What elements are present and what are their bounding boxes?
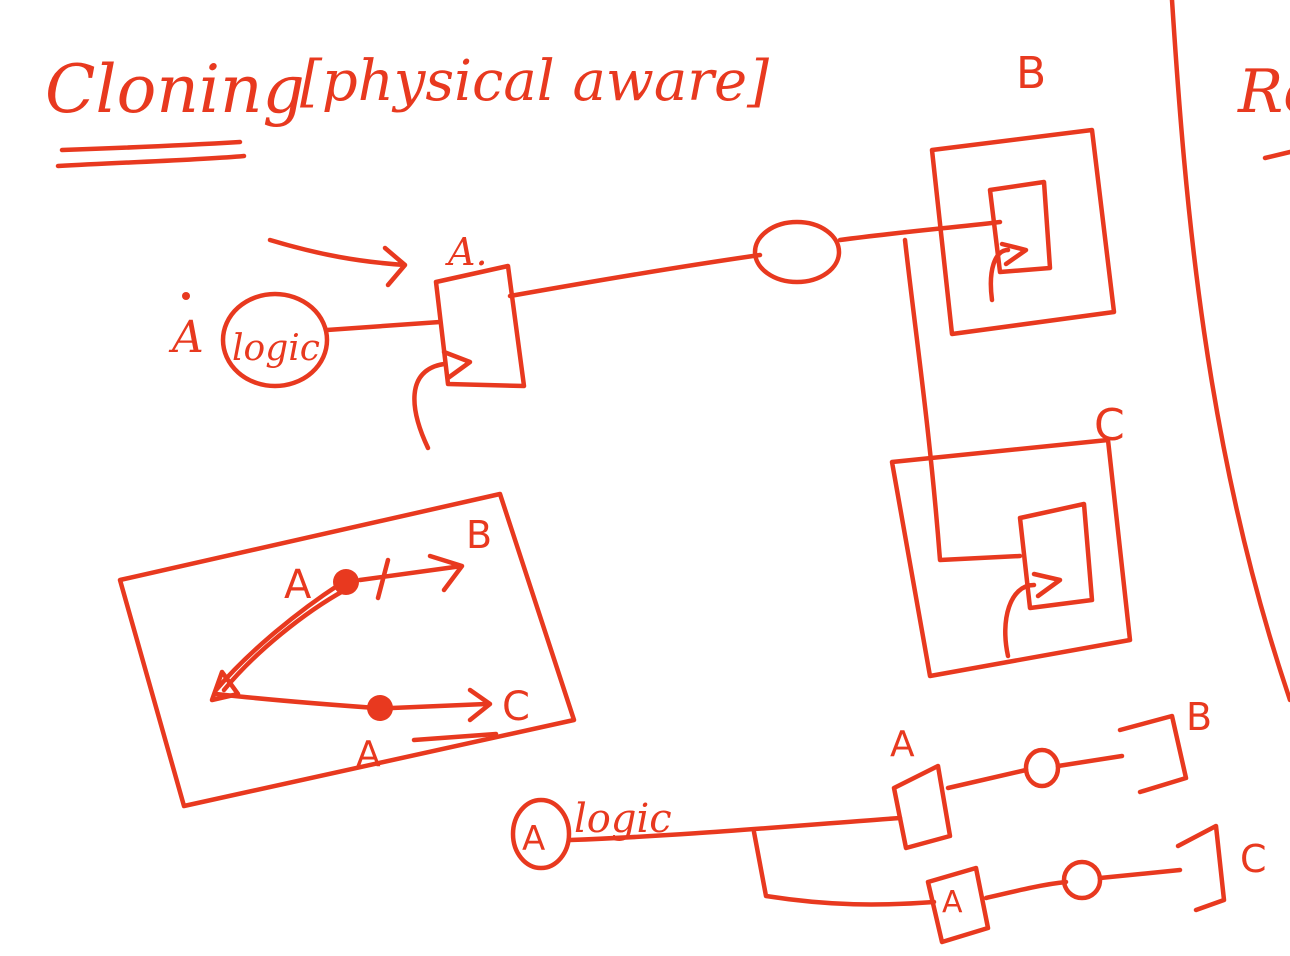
sketch-label-c: C bbox=[502, 684, 530, 730]
driver-a-dot bbox=[182, 292, 190, 300]
net-to-buffer bbox=[507, 252, 763, 299]
bottom-buffer-bubble bbox=[1061, 859, 1103, 901]
a-bottom-to-c bbox=[389, 687, 499, 743]
section-divider bbox=[1169, 0, 1290, 703]
clone-a-top-label: A bbox=[890, 724, 915, 765]
logic-label: logic bbox=[232, 328, 320, 369]
net-to-a-top bbox=[213, 581, 348, 693]
placement-sketch: A B A C bbox=[117, 491, 577, 809]
bottom-sink-b-label: B bbox=[1186, 695, 1212, 739]
heading-title: Cloning bbox=[45, 51, 305, 128]
clone-a-top-box bbox=[891, 763, 953, 851]
logic-to-flop-wire bbox=[324, 319, 443, 333]
placement-sketch-outline bbox=[117, 491, 577, 809]
heading-subtitle: [physical aware] bbox=[300, 49, 769, 114]
bottom-driver-label: A bbox=[522, 819, 545, 859]
right-edge-fragment: Re bbox=[1237, 57, 1290, 127]
right-edge-underline bbox=[1262, 149, 1290, 161]
sketch-label-a-bottom: A bbox=[356, 734, 381, 775]
clone-a-top-dot bbox=[333, 569, 359, 595]
arrow-into-flop bbox=[267, 237, 408, 288]
title-underline bbox=[55, 139, 247, 169]
clone-a-bottom-box bbox=[925, 865, 991, 945]
sink-b-flop bbox=[987, 179, 1053, 275]
bottom-driver-bubble bbox=[510, 797, 572, 871]
top-buffer-to-b bbox=[1055, 753, 1125, 769]
bottom-net-to-bottom-clone bbox=[751, 829, 937, 907]
net-to-a-bottom bbox=[213, 691, 379, 711]
sink-c-clock bbox=[1003, 571, 1063, 659]
buffer-to-b bbox=[837, 219, 1003, 243]
sink-c-flop-small bbox=[1175, 823, 1227, 913]
flop-a-box bbox=[433, 263, 527, 389]
flop-a-clock-wire bbox=[412, 361, 447, 451]
buffer-to-c bbox=[902, 237, 1023, 563]
clone-a-bottom-dot bbox=[367, 695, 393, 721]
sink-c-label: C bbox=[1094, 400, 1125, 451]
sink-b-flop-small bbox=[1117, 713, 1189, 795]
bottom-buffer-to-c bbox=[1097, 867, 1183, 881]
bottom-figure: A logic A B A C bbox=[510, 695, 1267, 945]
clone-a-top-to-buffer bbox=[945, 767, 1029, 791]
clone-a-bottom-to-buffer bbox=[983, 879, 1069, 901]
sink-b-clock bbox=[988, 241, 1029, 303]
sink-c-region bbox=[889, 437, 1133, 679]
top-buffer-bubble bbox=[1023, 747, 1061, 789]
top-figure: A logic A. B C bbox=[168, 48, 1133, 679]
sketch-label-a-top: A bbox=[284, 562, 312, 608]
flop-a-label: A. bbox=[445, 230, 488, 274]
bottom-net-to-top-clone bbox=[567, 815, 903, 843]
sink-b-region bbox=[929, 127, 1117, 337]
bottom-sink-c-label: C bbox=[1240, 837, 1267, 881]
sink-c-flop bbox=[1017, 501, 1095, 611]
logic-bubble bbox=[220, 291, 330, 389]
buffer-bubble bbox=[752, 219, 842, 285]
heading: Cloning [physical aware] Re bbox=[45, 49, 1290, 169]
driver-a-label: A bbox=[168, 312, 204, 363]
flop-a-clock bbox=[441, 349, 473, 381]
clone-a-bottom-label: A bbox=[942, 885, 963, 920]
sink-b-label: B bbox=[1016, 48, 1046, 99]
sketch-label-b: B bbox=[466, 513, 492, 557]
a-top-to-b bbox=[357, 553, 465, 601]
